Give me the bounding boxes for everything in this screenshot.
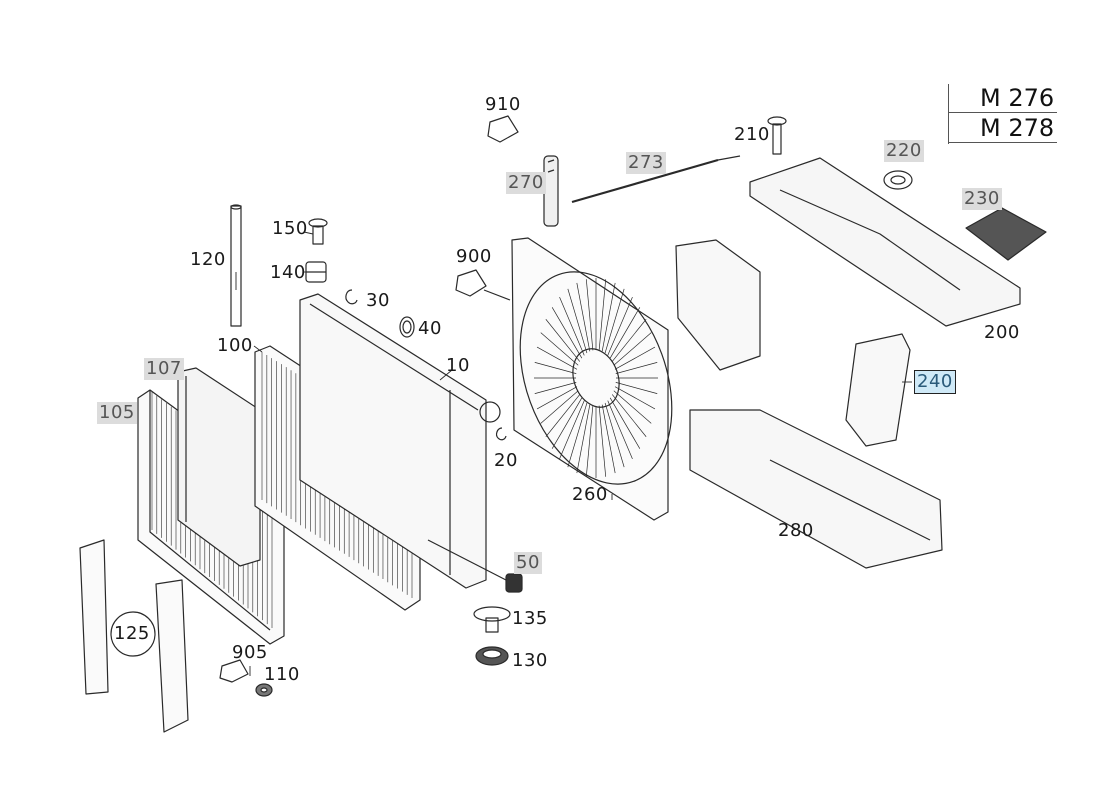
side-panel: [675, 239, 761, 371]
bracket-910: [487, 115, 519, 143]
callout-140: 140: [270, 262, 306, 283]
plug-110: [255, 683, 273, 697]
callout-105: 105: [97, 402, 137, 424]
callout-130: 130: [512, 650, 548, 671]
tube-120: [230, 204, 242, 327]
part-220: [883, 170, 913, 190]
callout-50: 50: [514, 552, 542, 574]
callout-280: 280: [778, 520, 814, 541]
fan-shroud: [511, 237, 673, 521]
callout-135: 135: [512, 608, 548, 629]
clip-20: [496, 427, 507, 441]
callout-40: 40: [418, 318, 442, 339]
model-m278: M 278: [980, 114, 1055, 142]
callout-150: 150: [272, 218, 308, 239]
model-legend: [948, 84, 1057, 144]
duct-240: [845, 333, 911, 447]
ring-40: [399, 316, 415, 338]
callout-circle-125: [110, 611, 156, 657]
callout-120: 120: [190, 249, 226, 270]
lower-duct-280: [689, 409, 943, 569]
callout-900: 900: [456, 246, 492, 267]
callout-30: 30: [366, 290, 390, 311]
model-m276: M 276: [980, 84, 1055, 112]
callout-240[interactable]: 240: [914, 370, 956, 394]
bracket-125-right: [155, 579, 189, 733]
cable-273: [571, 155, 741, 204]
callout-125: 125: [114, 623, 150, 644]
bracket-900: [455, 269, 511, 301]
callout-273: 273: [626, 152, 666, 174]
bolt-210: [767, 116, 787, 155]
callout-10: 10: [446, 355, 470, 376]
callout-110: 110: [264, 664, 300, 685]
cover-200: [749, 157, 1021, 327]
model-underline: [949, 142, 1057, 143]
callout-270: 270: [506, 172, 546, 194]
callout-910: 910: [485, 94, 521, 115]
callout-107: 107: [144, 358, 184, 380]
callout-220: 220: [884, 140, 924, 162]
sensor-270: [543, 155, 559, 227]
bracket-125-left: [79, 539, 109, 695]
sensor-50: [427, 539, 523, 593]
callout-100: 100: [217, 335, 253, 356]
radiator-10: [299, 293, 501, 589]
frame-107: [177, 367, 261, 567]
callout-210: 210: [734, 124, 770, 145]
callout-200: 200: [984, 322, 1020, 343]
screw-150: [308, 218, 328, 245]
callout-260: 260: [572, 484, 608, 505]
clip-30: [345, 289, 358, 305]
cap-130: [475, 646, 509, 666]
clip-905: [219, 659, 249, 683]
callout-905: 905: [232, 642, 268, 663]
clip-140: [305, 261, 327, 283]
leader-lines: [235, 231, 912, 676]
callout-20: 20: [494, 450, 518, 471]
cap-135: [473, 606, 511, 633]
intake-230: [965, 207, 1047, 261]
callout-230: 230: [962, 188, 1002, 210]
model-divider: [949, 112, 1057, 113]
